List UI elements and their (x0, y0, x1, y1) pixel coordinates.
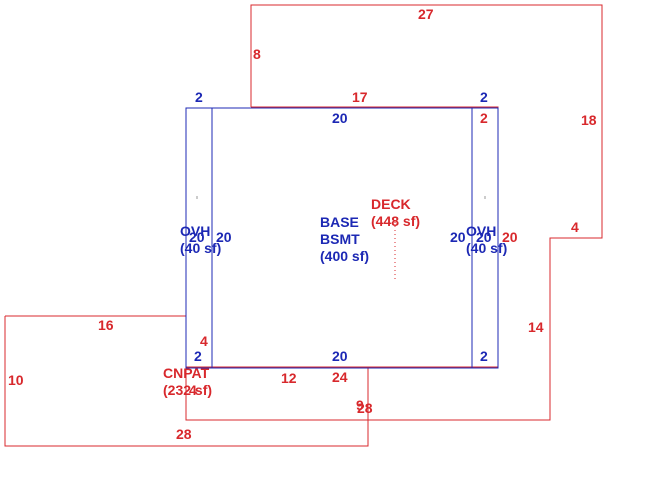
dim-cnpat-inner: 12 (281, 370, 297, 386)
dim-base-right: 20 (450, 229, 466, 245)
ovh-right-outline (471, 107, 499, 369)
ovh-left-code: OVH (180, 223, 210, 239)
ovh-right-area: (40 sf) (466, 240, 507, 256)
dim-ovh-right-bottom: 2 (480, 348, 488, 364)
dim-ovh-right-side: 20 (476, 229, 492, 245)
cnpat-area: (232 sf) (163, 382, 212, 398)
dim-deck-inner-small: 2 (480, 110, 488, 126)
dim-deck-step: 4 (571, 219, 579, 235)
dim-deck-bottom: 28 (357, 400, 373, 416)
dim-deck-inner-bottom: 24 (332, 369, 348, 385)
dim-deck-small-bottom: 9 (356, 397, 364, 413)
ovh-left-area: (40 sf) (180, 240, 221, 256)
dim-deck-inner-top: 17 (352, 89, 368, 105)
dim-deck-top: 27 (418, 6, 434, 22)
dim-deck-right-upper: 18 (581, 112, 597, 128)
dim-ovh-right-top: 2 (480, 89, 488, 105)
dim-cnpat-small: 4 (189, 382, 197, 398)
dim-base-left: 20 (216, 229, 232, 245)
base-subcode: BSMT (320, 231, 360, 247)
dim-deck-left-upper: 8 (253, 46, 261, 62)
dim-cnpat-top: 16 (98, 317, 114, 333)
dim-ovh-left-bottom: 2 (194, 348, 202, 364)
dim-cnpat-left: 10 (8, 372, 24, 388)
dim-cnpat-bottom: 28 (176, 426, 192, 442)
dim-deck-right-lower: 14 (528, 319, 544, 335)
dim-base-bottom: 20 (332, 348, 348, 364)
dim-ovh-left-side: 20 (189, 229, 205, 245)
dim-base-top: 20 (332, 110, 348, 126)
dim-cnpat-step: 4 (200, 333, 208, 349)
base-area: (400 sf) (320, 248, 369, 264)
dim-ovh-left-top: 2 (195, 89, 203, 105)
base-code: BASE (320, 214, 359, 230)
deck-code: DECK (371, 196, 411, 212)
cnpat-code: CNPAT (163, 365, 210, 381)
ovh-right-code: OVH (466, 223, 496, 239)
dim-deck-inner-right: 20 (502, 229, 518, 245)
deck-area: (448 sf) (371, 213, 420, 229)
